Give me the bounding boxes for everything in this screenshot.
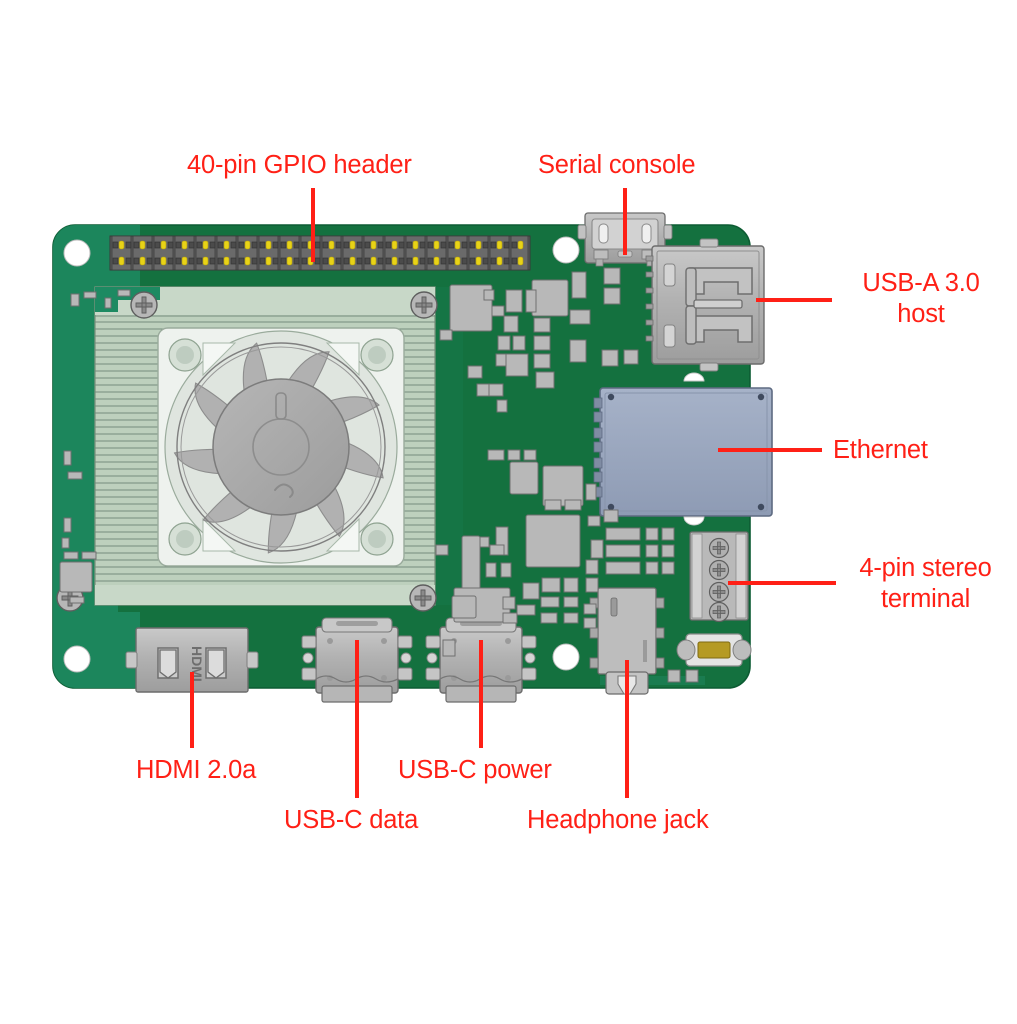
callout-label-terminal-line2: terminal (880, 585, 971, 613)
hdmi-port: HDMI (125, 627, 259, 693)
callout-label-usb-a-line1: USB-A 3.0 (862, 269, 980, 297)
smd-components (59, 267, 699, 683)
usb-a-3-host-port (645, 238, 765, 372)
callout-label-usb-a: USB-A 3.0 host (846, 268, 996, 330)
callout-label-usb-c-data: USB-C data (284, 806, 419, 834)
mounting-holes (63, 236, 580, 673)
cooling-fan (157, 327, 405, 567)
terminal-screws (708, 537, 730, 623)
callout-label-headphone: Headphone jack (527, 806, 709, 834)
callout-label-terminal-line1: 4-pin stereo (859, 554, 992, 582)
callout-label-usb-a-line2: host (897, 300, 945, 328)
callout-label-serial: Serial console (538, 151, 696, 179)
reset-button (676, 633, 752, 667)
callout-label-usb-c-power: USB-C power (398, 756, 552, 784)
callout-label-hdmi: HDMI 2.0a (136, 756, 257, 784)
headphone-jack (589, 587, 665, 695)
gpio-header-40pin (109, 235, 531, 271)
callout-label-terminal: 4-pin stereo terminal (848, 553, 1003, 615)
callout-label-ethernet: Ethernet (833, 436, 928, 464)
ethernet-port (593, 372, 773, 526)
stereo-terminal-block (689, 531, 749, 623)
callout-label-gpio: 40-pin GPIO header (187, 151, 412, 179)
